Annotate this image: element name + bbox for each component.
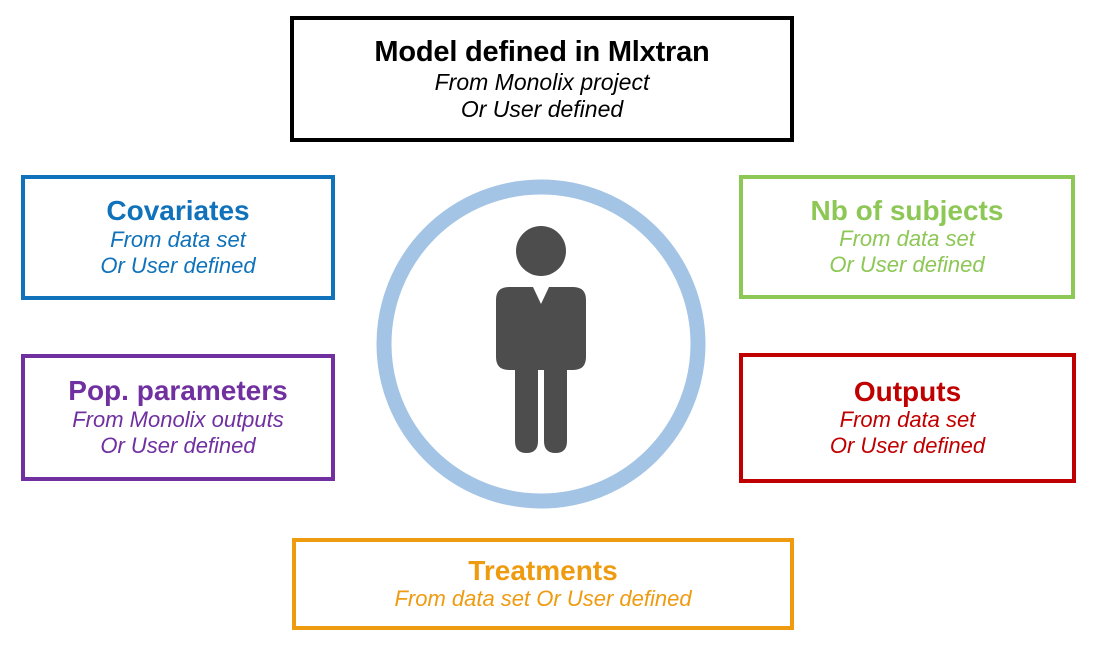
person-head [516, 226, 566, 276]
box-nb-of-subjects-subtitle-1: From data set [839, 226, 975, 252]
box-model-defined-in-mlxtran[interactable]: Model defined in Mlxtran From Monolix pr… [290, 16, 794, 142]
box-covariates-subtitle-1: From data set [110, 226, 246, 252]
box-nb-of-subjects[interactable]: Nb of subjects From data set Or User def… [739, 175, 1075, 299]
box-pop-parameters-subtitle-1: From Monolix outputs [72, 406, 284, 432]
person-figure [496, 226, 586, 453]
box-outputs-subtitle-2: Or User defined [829, 433, 986, 459]
person-in-circle-svg [376, 179, 706, 509]
box-model-title: Model defined in Mlxtran [374, 36, 710, 69]
box-treatments-title: Treatments [468, 554, 618, 586]
box-outputs[interactable]: Outputs From data set Or User defined [739, 353, 1076, 483]
box-pop-parameters-subtitle-2: Or User defined [100, 432, 256, 458]
circle-ring [376, 179, 706, 509]
person-leg-left [515, 364, 538, 453]
person-leg-right [544, 364, 567, 453]
box-outputs-title: Outputs [853, 375, 962, 407]
box-covariates-subtitle-2: Or User defined [100, 252, 256, 278]
box-nb-of-subjects-subtitle-2: Or User defined [829, 252, 985, 278]
box-treatments-subtitle-1: From data set Or User defined [394, 586, 692, 612]
box-covariates[interactable]: Covariates From data set Or User defined [21, 175, 335, 300]
box-nb-of-subjects-title: Nb of subjects [810, 194, 1004, 226]
box-model-subtitle-2: Or User defined [460, 95, 624, 122]
box-outputs-subtitle-1: From data set [839, 407, 976, 433]
person-in-circle-icon [376, 179, 706, 509]
box-pop-parameters[interactable]: Pop. parameters From Monolix outputs Or … [21, 354, 335, 481]
box-model-subtitle-1: From Monolix project [434, 68, 650, 95]
person-torso [496, 287, 586, 370]
box-covariates-title: Covariates [106, 195, 250, 227]
box-pop-parameters-title: Pop. parameters [68, 375, 288, 407]
box-treatments[interactable]: Treatments From data set Or User defined [292, 538, 794, 630]
